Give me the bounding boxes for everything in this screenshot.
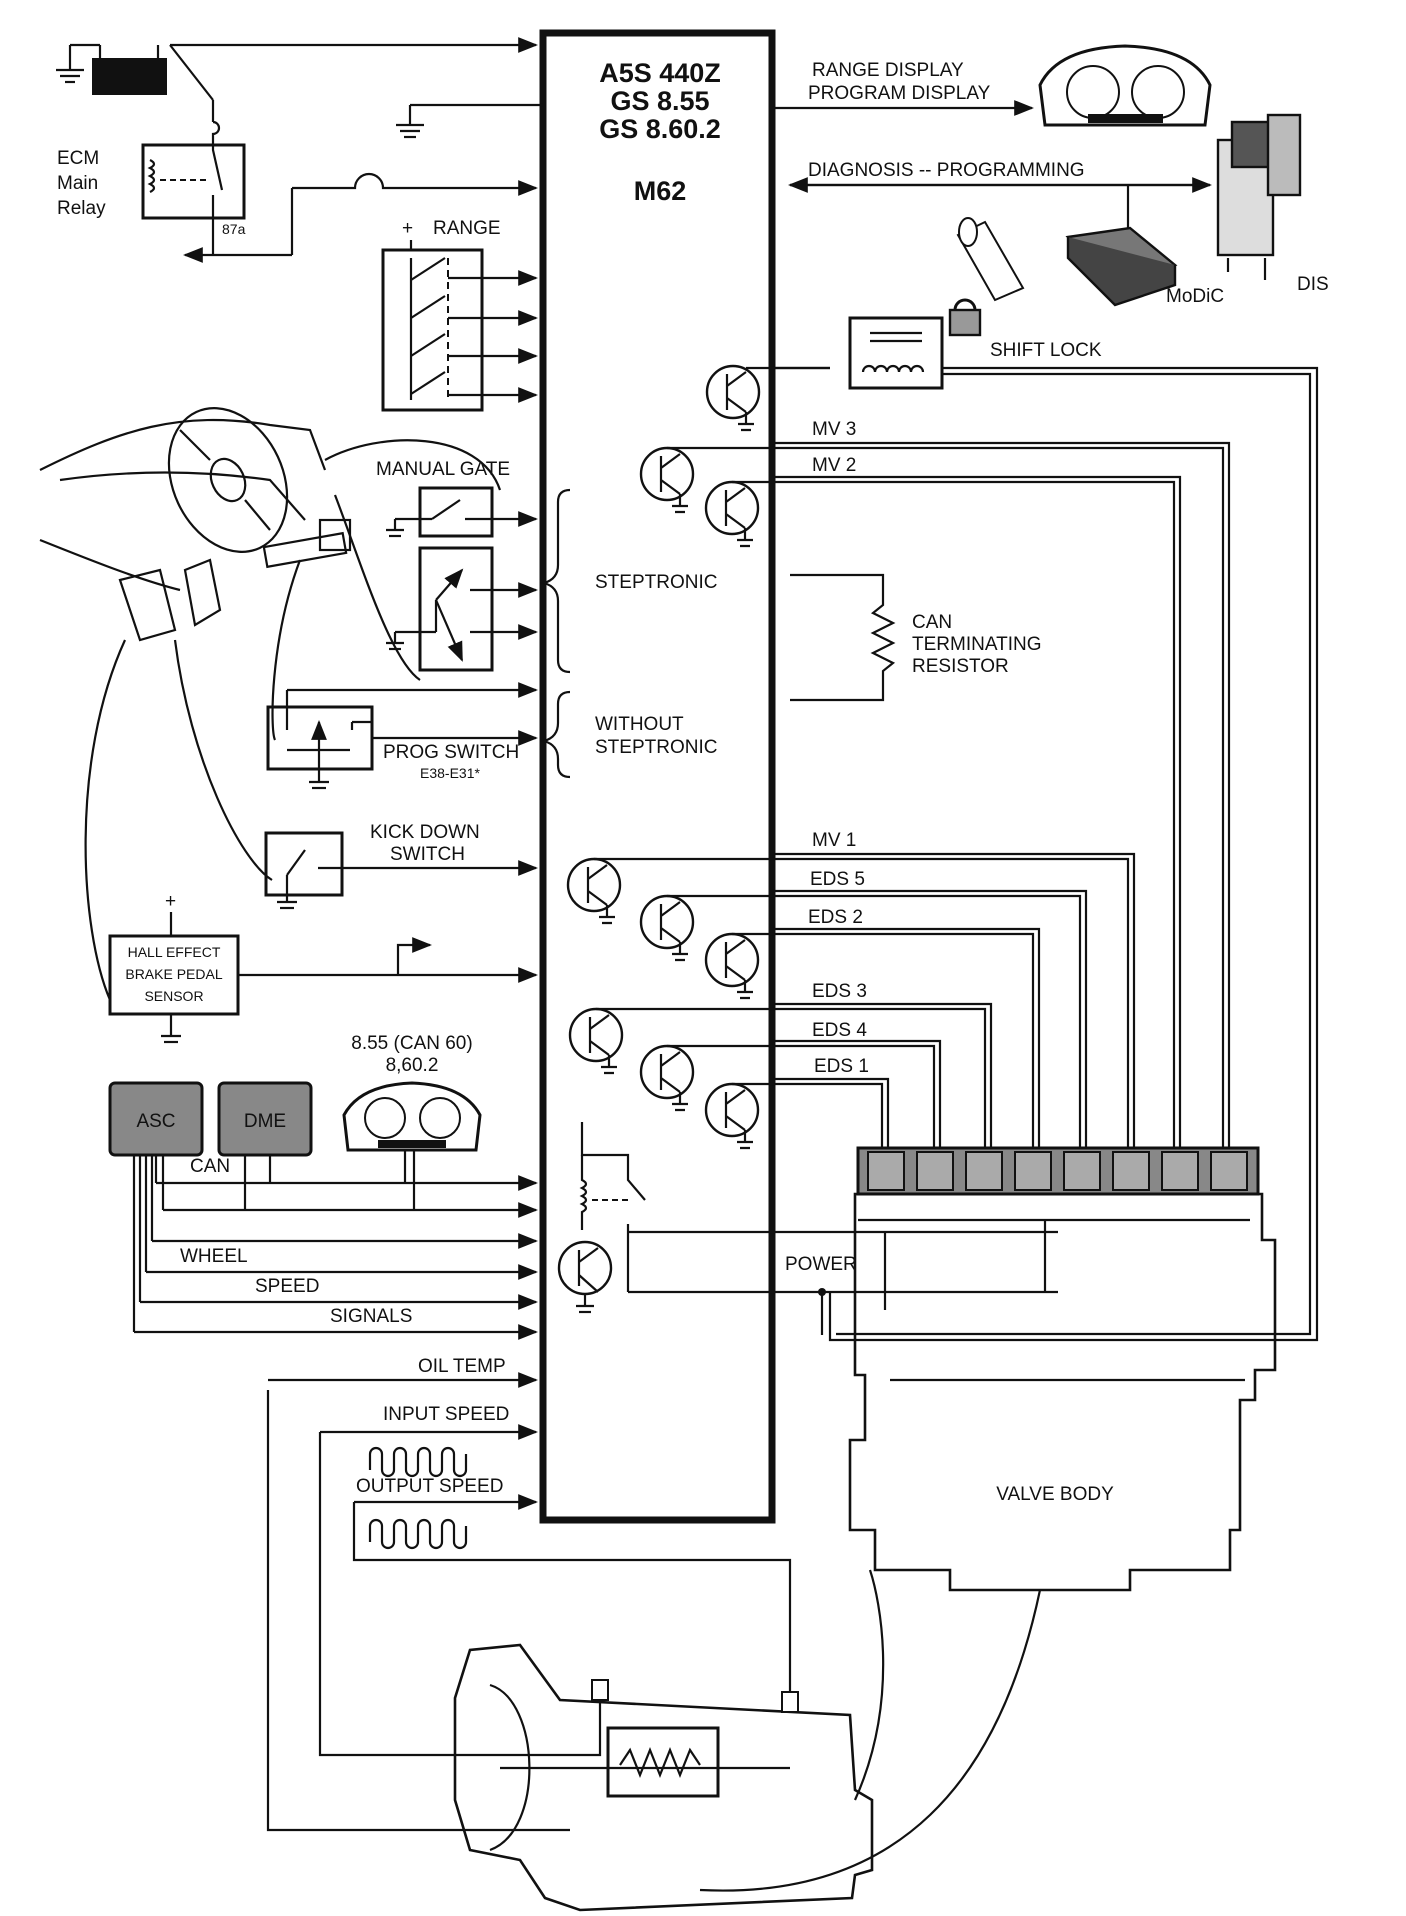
oil-temp-label: OIL TEMP [418, 1356, 506, 1377]
eds4-label: EDS 4 [812, 1020, 867, 1041]
asc-module: ASC [108, 1081, 204, 1157]
output-speed-label: OUTPUT SPEED [356, 1476, 503, 1497]
wheel-label: WHEEL [180, 1246, 248, 1267]
can-bus-wiring: CAN WHEEL SPEED SIGNALS [132, 1150, 538, 1340]
mv2-label: MV 2 [812, 455, 856, 476]
relay-label-line2: Main [57, 173, 98, 194]
manual-gate-switch: MANUAL GATE [376, 459, 538, 538]
instrument-cluster-display [1038, 44, 1212, 127]
resistor-label-line3: RESISTOR [912, 656, 1009, 677]
diagnosis-programming-label: DIAGNOSIS -- PROGRAMMING [808, 160, 1085, 181]
transmission-control-module: A5S 440Z GS 8.55 GS 8.60.2 M62 [539, 29, 776, 1524]
hall-label-line1: HALL EFFECT [128, 944, 221, 960]
cluster-version-line2: 8,60.2 [386, 1055, 439, 1076]
kick-down-label-line2: SWITCH [390, 844, 465, 865]
resistor-label-line1: CAN [912, 612, 952, 633]
manual-gate-label: MANUAL GATE [376, 459, 510, 480]
gear-selector-shift-lock [948, 217, 1025, 337]
oil-temp-sensor-line: OIL TEMP [266, 1356, 570, 1832]
ecu-model-label: A5S 440Z [599, 58, 721, 88]
resistor-label-line2: TERMINATING [912, 634, 1041, 655]
can-label: CAN [190, 1156, 230, 1177]
prog-switch-models: E38-E31* [420, 765, 480, 781]
eds3-label: EDS 3 [812, 981, 867, 1002]
asc-label: ASC [136, 1111, 175, 1132]
solenoid-wiring: MV 3 MV 2 MV 1 EDS 5 EDS 2 EDS 3 EDS 4 E… [594, 366, 1319, 1342]
ecu-main-relay: ECM Main Relay 87a [57, 103, 543, 263]
relay-label-line1: ECM [57, 148, 99, 169]
shift-lock-solenoid: SHIFT LOCK [848, 316, 1102, 390]
eds2-label: EDS 2 [808, 907, 863, 928]
kickdown-lead [173, 639, 273, 881]
solenoid-block [856, 1146, 1260, 1196]
valve-body: VALVE BODY POWER [785, 1192, 1277, 1592]
hall-label-line2: BRAKE PEDAL [125, 966, 222, 982]
valve-body-label: VALVE BODY [996, 1484, 1114, 1505]
modic-tester: MoDiC [1065, 226, 1224, 307]
relay-pin-87a: 87a [222, 221, 246, 237]
ecu-engine-label: M62 [634, 176, 687, 206]
relay-label-line3: Relay [57, 198, 106, 219]
kick-down-label-line1: KICK DOWN [370, 822, 480, 843]
range-switch-label: RANGE [433, 218, 501, 239]
prog-switch-label: PROG SWITCH [383, 742, 519, 763]
dis-tester: DIS [1216, 113, 1329, 295]
transmission-housing [453, 1569, 1042, 1912]
modic-label: MoDiC [1166, 286, 1224, 307]
eds5-label: EDS 5 [810, 869, 865, 890]
internal-power-relay [557, 1122, 1058, 1314]
steptronic-switch: STEPTRONIC [386, 488, 717, 674]
mv3-label: MV 3 [812, 419, 856, 440]
signals-label: SIGNALS [330, 1306, 412, 1327]
cluster-version-line1: 8.55 (CAN 60) [351, 1033, 472, 1054]
input-speed-label: INPUT SPEED [383, 1404, 509, 1425]
can-terminating-resistor: CAN TERMINATING RESISTOR [790, 573, 1041, 702]
battery-symbol [56, 37, 538, 122]
without-steptronic-line2: STEPTRONIC [595, 737, 717, 758]
power-label: POWER [785, 1254, 857, 1275]
input-speed-sensor-line: INPUT SPEED [318, 1404, 602, 1757]
shift-lock-label: SHIFT LOCK [990, 340, 1102, 361]
range-plus-sign: + [402, 218, 413, 239]
mv1-label: MV 1 [812, 830, 856, 851]
without-steptronic-line1: WITHOUT [595, 714, 684, 735]
instrument-cluster-can: 8.55 (CAN 60) 8,60.2 [342, 1033, 482, 1152]
ecu-version-855-label: GS 8.55 [610, 86, 709, 116]
hall-label-line3: SENSOR [144, 988, 203, 1004]
hall-effect-brake-sensor: + HALL EFFECT BRAKE PEDAL SENSOR [108, 891, 538, 1044]
steptronic-lead [333, 494, 421, 681]
kick-down-switch: KICK DOWN SWITCH [264, 822, 538, 910]
gate-lead [324, 439, 502, 491]
output-speed-sensor-line: OUTPUT SPEED [352, 1476, 792, 1710]
dis-label: DIS [1297, 274, 1329, 295]
hall-plus-sign: + [165, 891, 176, 912]
diagnosis-programming-link: DIAGNOSIS -- PROGRAMMING [788, 160, 1212, 240]
program-switch: PROG SWITCH E38-E31* WITHOUT STEPTRONIC [266, 682, 717, 790]
speed-label: SPEED [255, 1276, 319, 1297]
range-display-label: RANGE DISPLAY [812, 60, 964, 81]
brake-lead [84, 639, 127, 1001]
vehicle-interior-illustration [39, 407, 352, 642]
program-display-label: PROGRAM DISPLAY [808, 83, 991, 104]
prog-lead [271, 559, 302, 741]
ecu-version-8602-label: GS 8.60.2 [599, 114, 721, 144]
range-display-link: RANGE DISPLAY PROGRAM DISPLAY [772, 60, 1034, 116]
range-switch: + RANGE [381, 218, 538, 412]
steptronic-label: STEPTRONIC [595, 572, 717, 593]
dme-module: DME [217, 1081, 313, 1157]
eds1-label: EDS 1 [814, 1056, 869, 1077]
range-switch-contacts [410, 257, 446, 395]
dme-label: DME [244, 1111, 286, 1132]
